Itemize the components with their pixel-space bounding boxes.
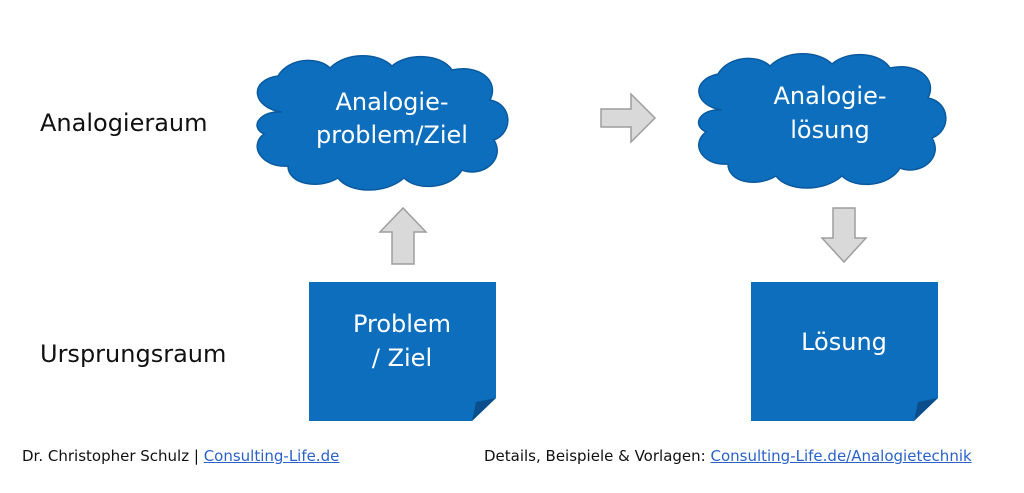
solution-note: Lösung — [751, 282, 938, 421]
note-icon — [309, 282, 496, 421]
note-fold-icon — [472, 398, 496, 421]
cloud-icon — [698, 53, 947, 189]
footer-author: Dr. Christopher Schulz | Consulting-Life… — [22, 447, 339, 465]
arrow-up-icon — [378, 206, 428, 265]
author-link[interactable]: Consulting-Life.de — [203, 447, 340, 465]
analogy-problem-line1: Analogie- — [335, 88, 448, 116]
problem-line2: / Ziel — [372, 344, 432, 372]
analogy-problem-line2: problem/Ziel — [316, 121, 468, 149]
solution-line1: Lösung — [801, 328, 887, 356]
analogy-problem-cloud: Analogie- problem/Ziel — [256, 55, 509, 191]
arrow-down-icon — [820, 207, 868, 264]
note-fold-icon — [914, 398, 938, 421]
author-name: Dr. Christopher Schulz | — [22, 447, 199, 465]
arrow-right-icon — [600, 92, 657, 144]
analogy-solution-line1: Analogie- — [773, 82, 886, 110]
problem-note: Problem / Ziel — [309, 282, 496, 421]
details-label: Details, Beispiele & Vorlagen: — [484, 447, 706, 465]
origin-space-label: Ursprungsraum — [40, 340, 227, 368]
analogy-space-label: Analogieraum — [40, 109, 208, 137]
details-link[interactable]: Consulting-Life.de/Analogietechnik — [710, 447, 972, 465]
analogy-solution-line2: lösung — [790, 116, 870, 144]
cloud-icon — [256, 55, 509, 191]
analogy-solution-cloud: Analogie- lösung — [698, 53, 947, 189]
problem-line1: Problem — [353, 310, 451, 338]
footer-details: Details, Beispiele & Vorlagen: Consultin… — [484, 447, 972, 465]
note-icon — [751, 282, 938, 421]
